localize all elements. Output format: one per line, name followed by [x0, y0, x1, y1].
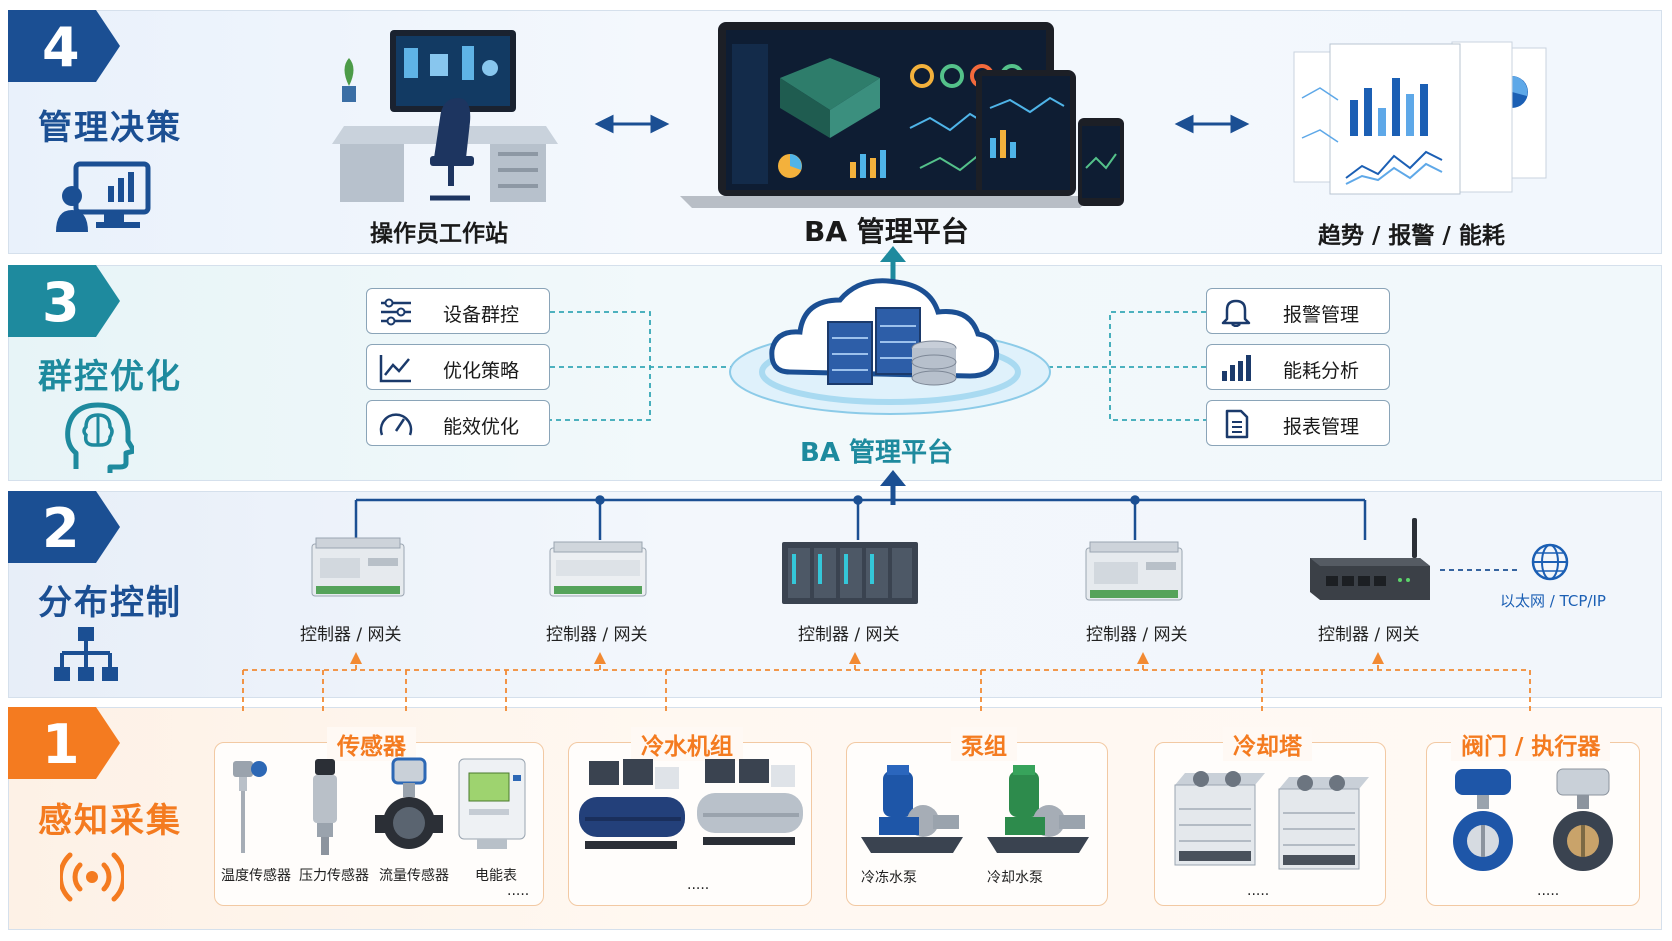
sensor-label-temperature: 温度传感器	[221, 868, 291, 884]
layer-2-number: 2	[42, 497, 80, 560]
network-label: 以太网 / TCP/IP	[1500, 592, 1606, 610]
globe-icon	[1531, 543, 1569, 581]
layer-3-number: 3	[42, 271, 80, 334]
chevron-4-icon	[8, 10, 120, 82]
layer-4-header: 4 管理决策	[8, 10, 240, 254]
group-title: 泵组	[951, 727, 1017, 761]
function-optimization-strategy[interactable]: 优化策略	[366, 344, 550, 390]
layer-2-title: 分布控制	[38, 583, 182, 623]
workstation-label: 操作员工作站	[370, 221, 508, 247]
gateway-router-device	[1310, 518, 1430, 600]
gauge-icon	[379, 413, 413, 436]
group-title: 阀门 / 执行器	[1451, 727, 1611, 761]
group-pumps: 泵组 冷冻水泵 冷却水泵	[846, 727, 1108, 906]
layer-1-header: 1 感知采集	[8, 707, 240, 930]
signal-sensor-icon	[60, 852, 124, 902]
pump-label-chilled: 冷冻水泵	[861, 870, 917, 886]
chilled-water-pump-icon	[861, 765, 963, 853]
function-label: 能效优化	[443, 416, 520, 438]
group-cooling-towers: 冷却塔 .....	[1154, 727, 1386, 906]
function-report-management[interactable]: 报表管理	[1206, 400, 1390, 446]
flow-sensor-icon	[375, 757, 443, 849]
function-label: 报警管理	[1283, 304, 1360, 326]
monitor-user-icon	[56, 161, 151, 232]
group-title: 冷水机组	[631, 727, 743, 761]
controller-label-1: 控制器 / 网关	[300, 625, 402, 645]
blue-butterfly-valve-icon	[1453, 769, 1513, 871]
operator-workstation-illustration	[332, 30, 558, 202]
energy-meter-icon	[458, 758, 526, 849]
sensors-more: .....	[507, 883, 530, 899]
group-title: 传感器	[327, 727, 416, 761]
pressure-sensor-icon	[313, 759, 337, 855]
group-sensors: 传感器 温度传感器 压力传感器 流量传感器 电能表 .....	[214, 727, 544, 906]
function-label: 设备群控	[443, 304, 520, 326]
layer-1-number: 1	[42, 713, 80, 776]
function-device-group-control[interactable]: 设备群控	[366, 288, 550, 334]
controller-device-1	[311, 537, 405, 597]
group-chillers: 冷水机组 .....	[568, 727, 812, 906]
sensor-label-pressure: 压力传感器	[299, 868, 369, 884]
cooling-towers-illustration	[1174, 771, 1369, 870]
controller-device-4	[1085, 541, 1183, 601]
platform-label-top: BA 管理平台	[804, 215, 969, 248]
controller-label-3: 控制器 / 网关	[798, 625, 900, 645]
controller-device-2	[549, 541, 647, 597]
group-valves-actuators: 阀门 / 执行器 .....	[1426, 727, 1640, 906]
bell-icon	[1221, 299, 1251, 327]
function-label: 报表管理	[1283, 416, 1360, 438]
line-chart-icon	[379, 355, 411, 383]
sensor-label-flow: 流量传感器	[379, 868, 449, 884]
chevron-3-icon	[8, 265, 120, 337]
brain-head-icon	[65, 402, 134, 473]
valves-more: .....	[1537, 883, 1560, 899]
reports-illustration	[1293, 41, 1547, 195]
chevron-2-icon	[8, 491, 120, 563]
platform-label-middle: BA 管理平台	[800, 438, 953, 468]
controller-label-4: 控制器 / 网关	[1086, 625, 1188, 645]
reports-label: 趋势 / 报警 / 能耗	[1318, 223, 1505, 249]
controller-label-2: 控制器 / 网关	[546, 625, 648, 645]
layer-4-number: 4	[42, 16, 80, 79]
hierarchy-icon	[54, 627, 118, 681]
function-energy-analysis[interactable]: 能耗分析	[1206, 344, 1390, 390]
function-label: 能耗分析	[1283, 360, 1360, 382]
controller-device-3	[782, 542, 918, 604]
temperature-sensor-icon	[233, 761, 267, 853]
sensor-label-meter: 电能表	[475, 868, 517, 884]
chevron-1-icon	[8, 707, 120, 779]
chiller-units-illustration	[579, 759, 803, 849]
ba-platform-devices-illustration	[680, 22, 1124, 208]
layer-2-header: 2 分布控制	[8, 491, 240, 698]
layer-4-title: 管理决策	[38, 108, 182, 148]
sliders-icon	[381, 298, 411, 326]
cooling-water-pump-icon	[987, 765, 1089, 853]
chillers-more: .....	[687, 877, 710, 893]
bar-chart-icon	[1222, 355, 1251, 381]
function-alarm-management[interactable]: 报警管理	[1206, 288, 1390, 334]
towers-more: .....	[1247, 883, 1270, 899]
group-title: 冷却塔	[1223, 727, 1312, 761]
pump-label-cooling: 冷却水泵	[987, 870, 1043, 886]
layer-1-title: 感知采集	[38, 801, 182, 841]
layer-3-header: 3 群控优化	[8, 265, 240, 481]
cloud-server-icon	[729, 278, 1051, 415]
function-label: 优化策略	[443, 360, 520, 382]
gray-butterfly-valve-icon	[1553, 768, 1613, 871]
function-efficiency-optimization[interactable]: 能效优化	[366, 400, 550, 446]
controller-label-5: 控制器 / 网关	[1318, 625, 1420, 645]
layer-3-title: 群控优化	[38, 357, 182, 397]
document-icon	[1225, 409, 1249, 439]
